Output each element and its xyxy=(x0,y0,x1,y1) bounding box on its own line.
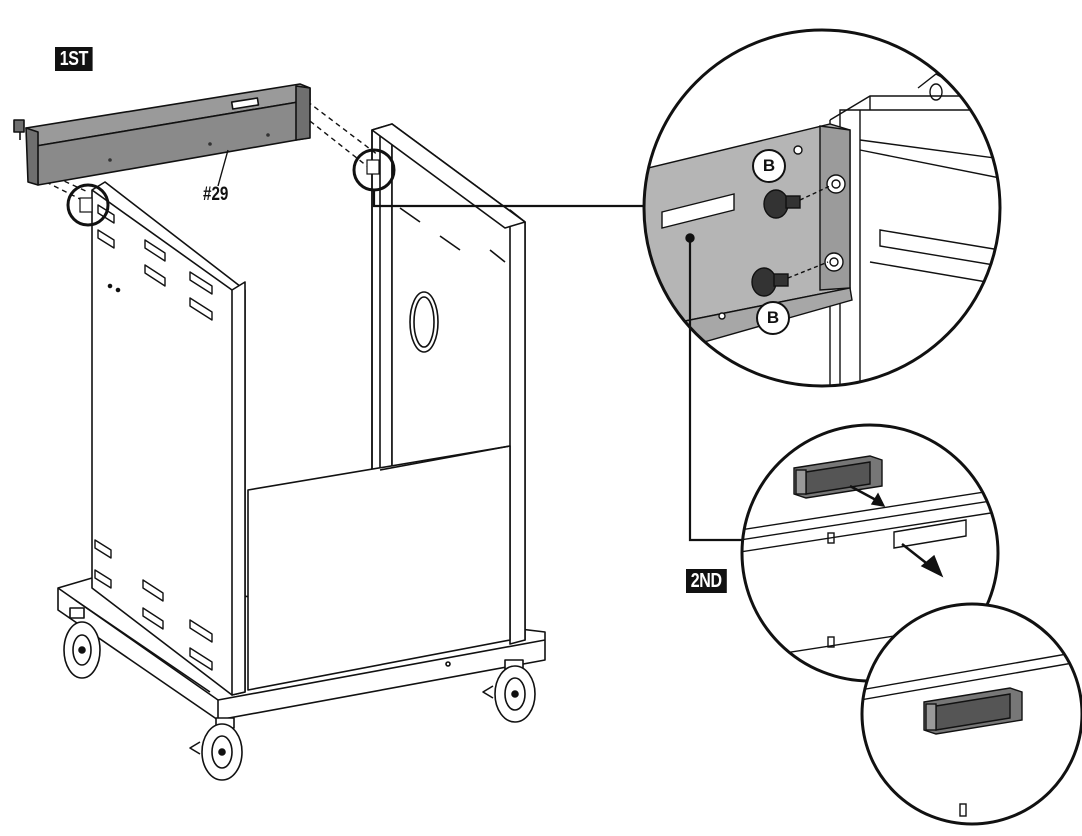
left-side-panel xyxy=(91,181,246,696)
caster-rear-left xyxy=(63,607,101,679)
caster-front-right xyxy=(482,659,536,723)
back-lower-panel xyxy=(247,445,511,691)
clip-installed xyxy=(923,687,1023,735)
bolt-lower xyxy=(751,267,789,297)
fastener-callout-upper: B xyxy=(752,149,786,183)
bolt-upper xyxy=(763,189,801,219)
clip-part xyxy=(793,455,883,499)
connector-to-detail-a xyxy=(372,190,652,208)
detail-ring-contents xyxy=(79,159,380,213)
alignment-lines xyxy=(39,95,379,206)
step-2-badge: 2ND xyxy=(686,569,727,593)
part-number-label: #29 xyxy=(203,184,229,205)
top-rear-rail xyxy=(371,123,526,229)
bracket-leader-line xyxy=(217,149,229,187)
caster-front-left xyxy=(189,717,243,781)
connector-to-detail-b xyxy=(688,238,744,542)
detail-view-c xyxy=(860,602,1082,826)
step-1-badge: 1ST xyxy=(55,47,93,71)
detail-ring-left xyxy=(66,183,110,227)
fastener-callout-lower: B xyxy=(756,301,790,335)
bracket-part-29 xyxy=(13,83,311,186)
detail-view-a xyxy=(642,28,1002,388)
cart-cabinet xyxy=(57,123,546,781)
